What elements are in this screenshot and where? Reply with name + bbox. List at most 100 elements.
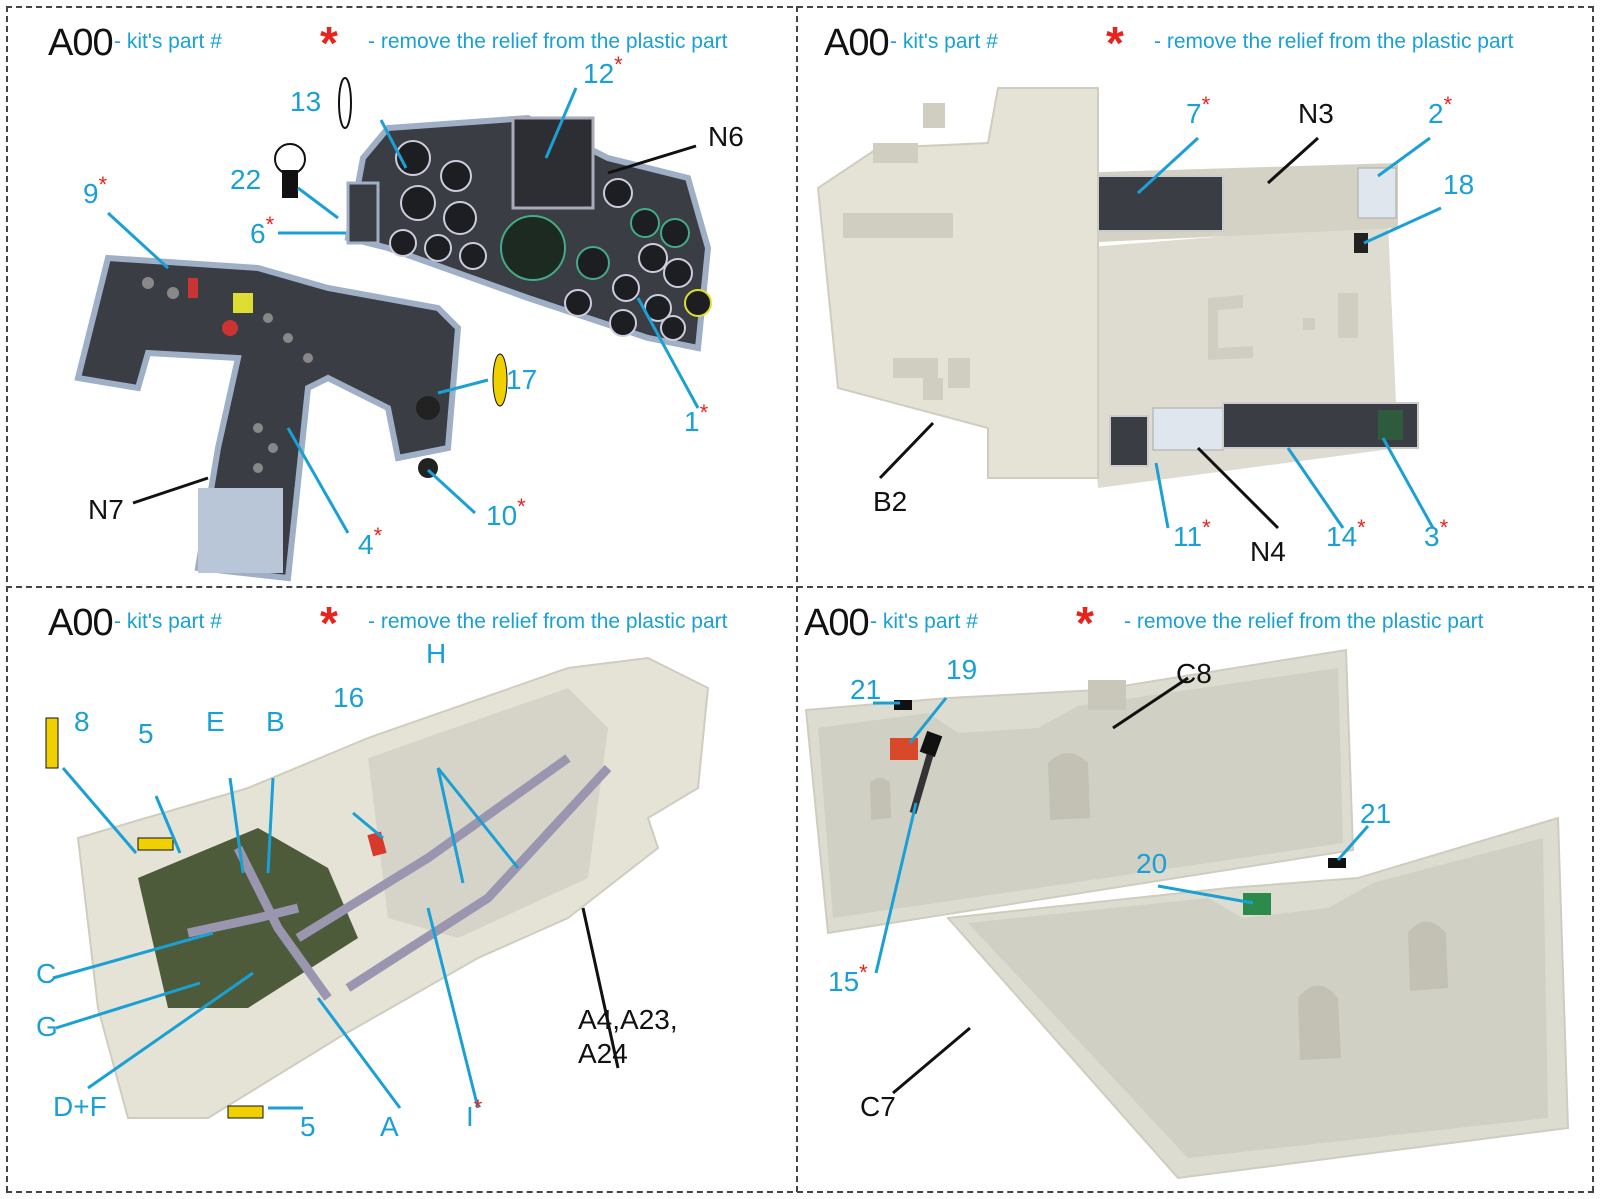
label-B: B <box>266 706 285 737</box>
panel-cockpit-tub: A00 - kit's part # * - remove the relief… <box>798 8 1592 586</box>
middle-border <box>6 586 1594 588</box>
wall-C7-door-2 <box>1408 921 1448 991</box>
label-A24: A24 <box>578 1038 628 1069</box>
legend-code-desc: - kit's part # <box>114 610 222 633</box>
label-21-top: 21 <box>850 674 882 705</box>
label-N4: N4 <box>1250 536 1286 567</box>
center-border <box>796 6 798 1192</box>
legend-asterisk: * <box>320 597 338 649</box>
label-19: 19 <box>946 654 978 685</box>
legend-star-desc: - remove the relief from the plastic par… <box>1154 30 1514 53</box>
side-walls-illustration <box>804 648 1570 1180</box>
label-13: 13 <box>290 86 322 117</box>
decal-19 <box>890 738 918 760</box>
legend-code-desc: - kit's part # <box>890 30 998 53</box>
label-16: 16 <box>333 682 365 713</box>
legend-header: A00 - kit's part # * - remove the relief… <box>824 20 1572 66</box>
console-3-green <box>1378 410 1403 440</box>
bulkhead-details <box>843 103 1358 400</box>
decal-22-top <box>274 143 306 175</box>
label-N6: N6 <box>708 121 744 152</box>
ejection-seat-illustration <box>45 656 710 1119</box>
decal-18 <box>1354 233 1368 253</box>
lower-console <box>74 254 462 582</box>
label-5-top: 5 <box>138 718 154 749</box>
label-22: 22 <box>230 164 262 195</box>
label-N7: N7 <box>88 494 124 525</box>
label-6: 6* <box>250 212 275 249</box>
label-B2: B2 <box>873 486 908 517</box>
label-A: A <box>380 1111 399 1142</box>
legend-header: A00 - kit's part # * - remove the relief… <box>48 17 776 69</box>
panel-instrument-panels: A00 - kit's part # * - remove the relief… <box>8 8 796 586</box>
left-border <box>6 6 8 1192</box>
bottom-border <box>6 1191 1594 1193</box>
cockpit-tub-illustration <box>816 87 1442 530</box>
label-15: 15* <box>828 960 868 997</box>
label-10: 10* <box>486 494 526 531</box>
decal-21-top <box>894 700 912 710</box>
right-border <box>1592 6 1594 1192</box>
console-2 <box>1357 167 1397 219</box>
wall-C8-door-2 <box>870 778 891 820</box>
label-11: 11* <box>1173 515 1211 552</box>
label-8: 8 <box>74 706 90 737</box>
wall-C7-door-1 <box>1298 985 1341 1060</box>
label-4: 4* <box>358 523 383 560</box>
label-21-bottom: 21 <box>1360 798 1392 829</box>
legend-asterisk: * <box>320 17 338 69</box>
legend-star-desc: - remove the relief from the plastic par… <box>368 30 728 53</box>
part-leader-lines <box>1136 136 1442 529</box>
legend-header: A00 - kit's part # * - remove the relief… <box>804 597 1572 649</box>
part-leader-lines <box>52 767 520 1110</box>
panel-ejection-seat: A00 - kit's part # * - remove the relief… <box>8 588 796 1191</box>
decal-13 <box>338 77 352 129</box>
legend-header: A00 - kit's part # * - remove the relief… <box>48 597 776 649</box>
panel-hood <box>511 116 595 210</box>
label-E: E <box>206 706 225 737</box>
label-I: I* <box>466 1095 483 1132</box>
label-N3: N3 <box>1298 98 1334 129</box>
legend-code-desc: - kit's part # <box>870 610 978 633</box>
label-14: 14* <box>1326 515 1366 552</box>
panel-side-walls: A00 - kit's part # * - remove the relief… <box>798 588 1592 1191</box>
legend-asterisk: * <box>1076 597 1094 649</box>
label-H: H <box>426 638 447 669</box>
label-A4-A23: A4,A23, <box>578 1004 678 1035</box>
console-switches <box>142 277 440 478</box>
part-leader-lines <box>106 87 700 534</box>
legend-code: A00 <box>48 602 114 644</box>
legend-star-desc: - remove the relief from the plastic par… <box>1124 610 1484 633</box>
kit-leader-lines <box>132 144 697 505</box>
decal-20 <box>1243 893 1271 915</box>
label-9: 9* <box>83 172 108 209</box>
legend-code: A00 <box>48 22 114 64</box>
legend-code-desc: - kit's part # <box>114 30 222 53</box>
decal-22-bottom <box>282 170 298 198</box>
kit-leader-line <box>581 907 620 1069</box>
side-switch-panel <box>346 181 380 245</box>
label-18: 18 <box>1443 169 1475 200</box>
wall-C7-recess <box>968 838 1548 1158</box>
label-7: 7* <box>1186 92 1211 129</box>
label-5-bottom: 5 <box>300 1111 316 1142</box>
label-20: 20 <box>1136 848 1168 879</box>
legend-star-desc: - remove the relief from the plastic par… <box>368 610 728 633</box>
label-17: 17 <box>506 364 538 395</box>
label-C7: C7 <box>860 1091 896 1122</box>
kit-leader-lines <box>878 136 1320 530</box>
decal-8 <box>45 717 59 769</box>
label-2: 2* <box>1428 92 1453 129</box>
top-border <box>6 6 1594 8</box>
instrument-panels-illustration <box>74 77 712 582</box>
decal-21-bottom <box>1328 858 1346 868</box>
label-C8: C8 <box>1176 658 1212 689</box>
label-D-F: D+F <box>53 1091 107 1122</box>
wall-C8-door-1 <box>1048 753 1090 820</box>
label-3: 3* <box>1424 515 1449 552</box>
gauges <box>389 140 712 341</box>
console-bottom-plate <box>198 488 283 573</box>
label-C: C <box>36 958 57 989</box>
legend-code: A00 <box>824 22 890 64</box>
kit-leader-lines <box>892 676 1189 1095</box>
